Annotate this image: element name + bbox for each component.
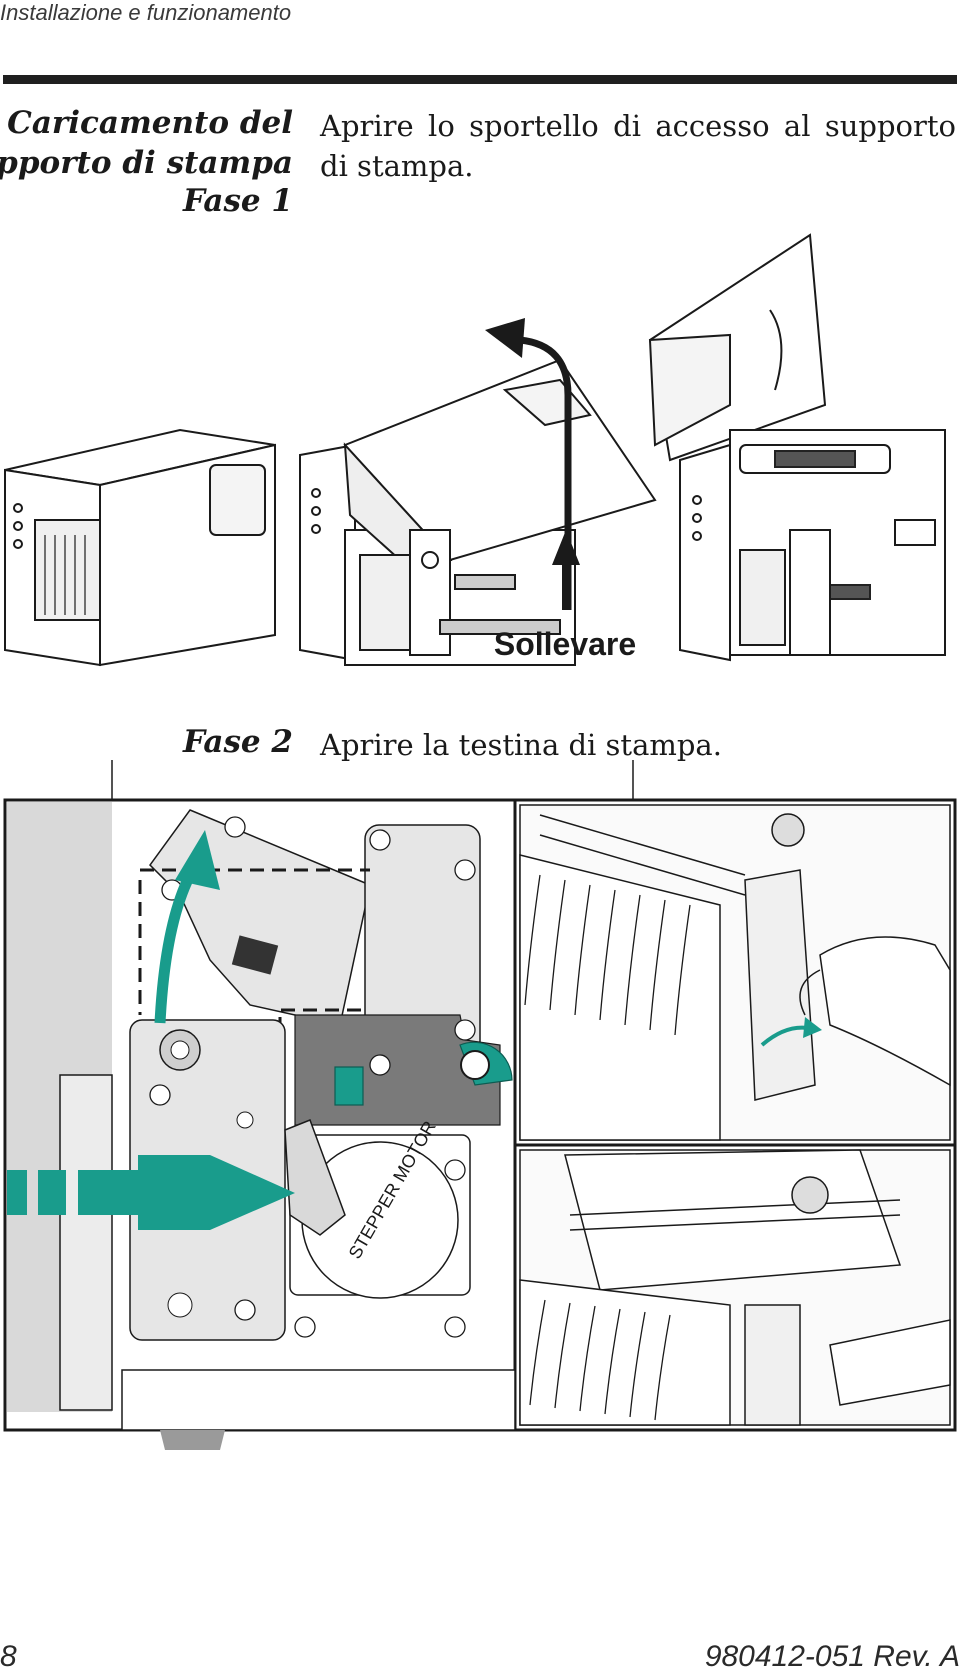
lift-arrowhead-icon <box>485 318 525 358</box>
rotate-arrowhead-icon <box>175 830 220 890</box>
push-arrow-icon <box>7 1155 295 1230</box>
document-id: 980412-051 Rev. A <box>704 1640 960 1673</box>
rotate-arrow-icon <box>154 872 195 1024</box>
printer-open-illustration <box>648 233 946 662</box>
step1-heading-line2: supporto di stampa <box>0 145 293 181</box>
page-number: 8 <box>0 1640 17 1673</box>
step1-figure: Sollevare <box>4 233 946 667</box>
push-up-arrowhead-icon <box>552 530 580 565</box>
step1-phase-label: Fase 1 <box>183 183 293 219</box>
pull-arrowhead-icon <box>803 1017 822 1038</box>
lift-callout-label: Sollevare <box>494 626 636 662</box>
step2-instruction: Aprire la testina di stampa. <box>320 728 722 762</box>
lift-arrow-icon <box>519 336 572 610</box>
page-header: Installazione e funzionamento <box>0 0 292 25</box>
step2-figure: STEPPER MOTOR <box>3 760 957 1450</box>
printer-lifting-illustration <box>299 358 657 666</box>
step1-instruction: Aprire lo sportello di accesso al suppor… <box>320 109 956 183</box>
step1-heading-line1: Caricamento del <box>7 105 293 141</box>
push-up-arrow-icon <box>562 560 570 610</box>
step2-phase-label: Fase 2 <box>183 724 293 760</box>
printhead-hand-illustration <box>519 804 951 1141</box>
printhead-detail-illustration: STEPPER MOTOR <box>7 802 516 1450</box>
header-rule <box>3 75 957 84</box>
printhead-open-illustration <box>519 1149 951 1426</box>
printer-closed-illustration <box>4 428 276 667</box>
